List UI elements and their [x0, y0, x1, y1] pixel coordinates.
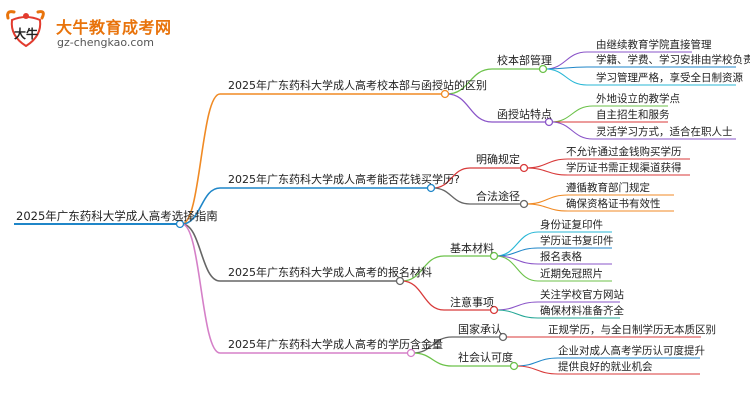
- leaf-equal-to-fulltime: 正规学历，与全日制学历无本质区别: [548, 324, 716, 336]
- leaf-no-buying: 不允许通过金钱购买学历: [566, 146, 682, 158]
- leaf-job-opportunities: 提供良好的就业机会: [558, 361, 653, 373]
- topic-legal-path-joint: [519, 199, 529, 209]
- site-url: gz-chengkao.com: [57, 36, 154, 49]
- leaf-connector-7: [525, 167, 569, 176]
- topic-social-recognition-curve: [412, 352, 453, 367]
- leaf-strict-management: 学习管理严格，享受全日制资源: [596, 72, 743, 84]
- leaf-formal-channels: 学历证书需正规渠道获得: [566, 162, 682, 174]
- topic-station-features: 函授站特点: [497, 108, 552, 121]
- leaf-recent-photo: 近期免冠照片: [540, 268, 603, 280]
- leaf-connector-5: [550, 121, 594, 140]
- branch-degree-value-curve: [181, 223, 221, 354]
- branch-label-buy-degree: 2025年广东药科大学成人高考能否花钱买学历?: [228, 173, 460, 186]
- branch-label-degree-value: 2025年广东药科大学成人高考的学历含金量: [228, 338, 443, 351]
- topic-state-recognized-curve: [412, 336, 453, 354]
- leaf-connector-3: [550, 105, 594, 123]
- mindmap-root: 2025年广东药科大学成人高考选择指南: [16, 209, 218, 223]
- topic-clear-rules: 明确规定: [476, 153, 520, 166]
- site-logo[interactable]: 大牛 大牛教育成考网 gz-chengkao.com: [0, 0, 200, 52]
- leaf-connector-13: [495, 255, 539, 282]
- leaf-certificate-validity: 确保资格证书有效性: [566, 198, 661, 210]
- topic-legal-path: 合法途径: [476, 190, 520, 203]
- branch-campus-difference-joint: [440, 89, 450, 99]
- leaf-employer-recognition: 企业对成人高考学历认可度提升: [558, 345, 705, 357]
- leaf-diploma-copy: 学历证书复印件: [540, 235, 614, 247]
- leaf-application-form: 报名表格: [540, 251, 582, 263]
- leaf-connector-6: [525, 158, 569, 169]
- leaf-official-website: 关注学校官方网站: [540, 289, 624, 301]
- root-joint: [175, 219, 185, 229]
- topic-notes: 注意事项: [450, 296, 494, 309]
- leaf-id-copy: 身份证复印件: [540, 219, 603, 231]
- topic-state-recognized-joint: [498, 332, 508, 342]
- leaf-school-responsible: 学籍、学费、学习安排由学校负责: [596, 54, 750, 66]
- leaf-managed-by-college: 由继续教育学院直接管理: [596, 39, 712, 51]
- bull-logo-icon: 大牛: [6, 10, 45, 48]
- topic-state-recognized: 国家承认: [458, 323, 502, 336]
- topic-notes-curve: [401, 280, 445, 311]
- leaf-connector-18: [515, 365, 559, 375]
- leaf-connector-9: [525, 203, 569, 212]
- branch-campus-difference-curve: [181, 93, 221, 225]
- leaf-connector-17: [515, 357, 559, 367]
- topic-basic-materials-curve: [401, 255, 445, 282]
- branch-degree-value-joint: [406, 348, 416, 358]
- leaf-remote-teaching-site: 外地设立的教学点: [596, 93, 680, 105]
- branch-label-materials: 2025年广东药科大学成人高考的报名材料: [228, 266, 432, 279]
- topic-clear-rules-joint: [519, 163, 529, 173]
- branch-buy-degree-curve: [181, 187, 221, 225]
- leaf-connector-2: [544, 68, 588, 86]
- topic-clear-rules-curve: [432, 167, 471, 189]
- topic-basic-materials-joint: [489, 251, 499, 261]
- leaf-connector-8: [525, 194, 569, 205]
- leaf-own-enrollment: 自主招生和服务: [596, 109, 670, 121]
- branch-materials-joint: [395, 276, 405, 286]
- site-title: 大牛教育成考网: [56, 18, 172, 37]
- topic-legal-path-curve: [432, 187, 471, 205]
- topic-campus-management-curve: [446, 68, 493, 95]
- branch-label-campus-difference: 2025年广东药科大学成人高考校本部与函授站的区别: [228, 79, 487, 92]
- leaf-flexible-learning: 灵活学习方式，适合在职人士: [596, 126, 733, 138]
- topic-campus-management: 校本部管理: [497, 54, 552, 67]
- topic-campus-management-joint: [538, 64, 548, 74]
- topic-basic-materials: 基本材料: [450, 242, 494, 255]
- branch-materials-curve: [181, 223, 221, 282]
- leaf-follow-regulations: 遵循教育部门规定: [566, 182, 650, 194]
- branch-buy-degree-joint: [426, 183, 436, 193]
- leaf-connector-14: [495, 301, 539, 311]
- topic-social-recognition: 社会认可度: [458, 351, 513, 364]
- topic-notes-joint: [489, 305, 499, 315]
- logo-glyph: 大牛: [14, 26, 38, 41]
- leaf-connector-15: [495, 309, 539, 319]
- topic-station-features-joint: [544, 117, 554, 127]
- leaf-materials-complete: 确保材料准备齐全: [540, 305, 624, 317]
- topic-social-recognition-joint: [509, 361, 519, 371]
- topic-station-features-curve: [446, 93, 493, 123]
